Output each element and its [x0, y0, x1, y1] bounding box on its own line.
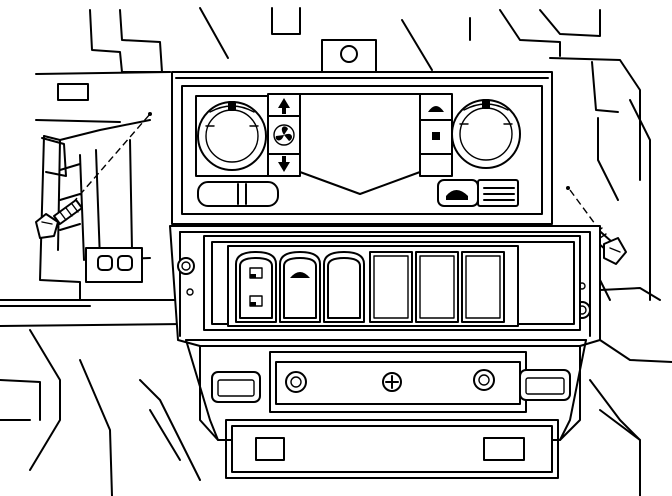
left-frame-slot — [57, 83, 89, 101]
center-display-area — [299, 93, 421, 195]
right-screw-hole — [566, 186, 570, 190]
bracket-hole — [97, 255, 113, 271]
lower-bracket — [211, 351, 571, 413]
switch-1 — [235, 251, 277, 323]
temperature-button-strip — [267, 93, 301, 177]
switch-3 — [323, 251, 365, 323]
blower-fan-icon — [273, 124, 295, 146]
switch-6 — [461, 251, 505, 323]
switch-symbol-icon — [249, 267, 263, 307]
mode-button-strip — [419, 93, 453, 177]
phillips-screw-head-icon — [382, 372, 402, 392]
switch-2 — [279, 251, 321, 323]
left-screw-hole — [148, 112, 152, 116]
left-bracket-nut — [285, 371, 307, 393]
left-side-block — [211, 371, 261, 403]
left-panel-bolt — [177, 257, 195, 296]
top-mounting-tab — [321, 39, 377, 73]
temperature-up-arrow-icon — [278, 98, 290, 114]
bottom-plate-slot — [255, 437, 285, 461]
bottom-plate — [225, 419, 559, 479]
bottom-plate-slot — [483, 437, 525, 461]
recirculation-icon — [432, 132, 440, 140]
right-knob — [451, 99, 521, 169]
switch-4 — [369, 251, 413, 323]
bracket-hole — [117, 255, 133, 271]
defrost-icon — [428, 106, 444, 112]
switch-5 — [415, 251, 459, 323]
left-lower-button — [197, 181, 279, 207]
climate-control-panel — [171, 71, 553, 225]
left-bracket-plate — [85, 247, 143, 283]
right-bracket-nut — [473, 369, 495, 391]
rear-defog-icon — [446, 190, 468, 200]
left-knob — [195, 95, 269, 177]
temperature-down-arrow-icon — [278, 156, 290, 172]
dashboard-structure — [0, 7, 672, 496]
left-screw — [35, 113, 151, 239]
switch-bank — [203, 235, 581, 331]
right-lower-button — [477, 179, 519, 207]
rear-defog-button — [437, 179, 479, 207]
switch-symbol-icon — [290, 272, 310, 278]
right-side-block — [519, 369, 571, 401]
